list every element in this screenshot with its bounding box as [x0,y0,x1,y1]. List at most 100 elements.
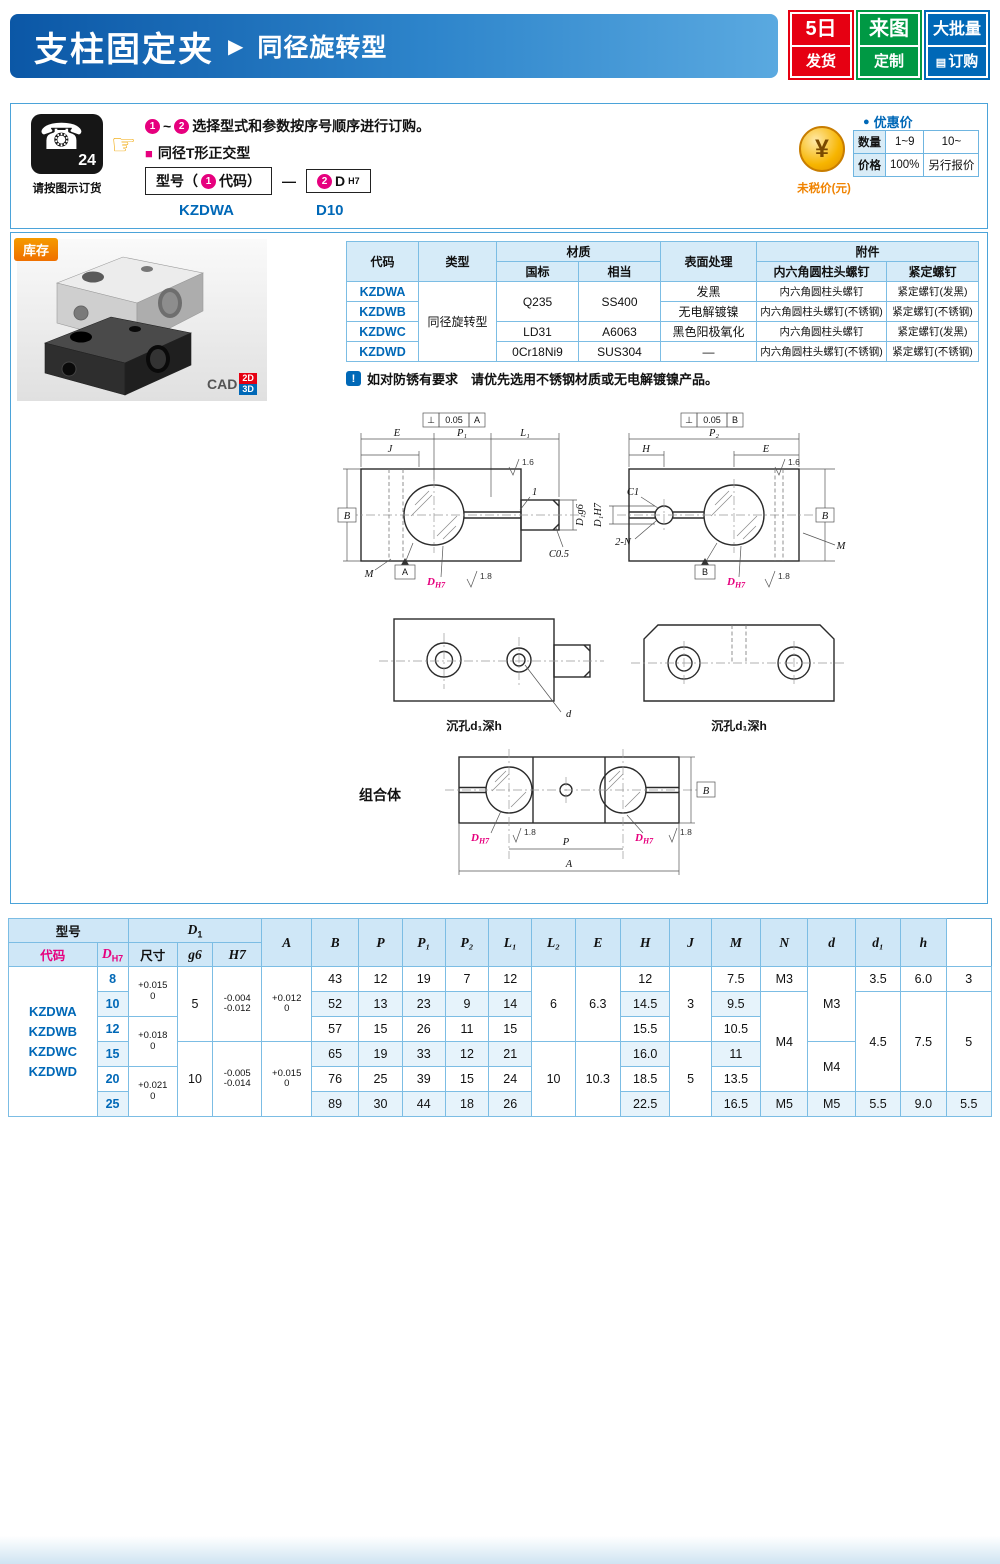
materials-table: 代码 类型 材质 表面处理 附件 国标 相当 内六角圆柱头螺钉 紧定螺钉 KZD… [346,241,979,362]
tol-top: +0.015 [272,1067,302,1079]
qty-range2-cell: 10~ [923,130,980,154]
dim-cell-M: M3 [760,966,809,992]
mat-gb-cell: Q235 [496,281,579,322]
dim-header-D1: D1 [127,918,263,943]
mat-screw-cell: 内六角圆柱头螺钉(不锈钢) [756,301,887,322]
dim-cell-P2: 21 [488,1041,533,1067]
d-main: D [101,945,112,961]
centerlines [617,479,829,553]
bore-H7: H7 [642,837,654,846]
d1-sub: 1 [197,929,203,940]
tol-top: +0.021 [138,1080,168,1091]
dim-cell-P1: 9 [444,991,490,1017]
blue-dot-icon: ● [863,115,870,128]
ordering-section: ☎ 24 请按图示订货 ☞ 1 ~ 2 选择型式和参数按序号顺序进行订购。 ■ … [10,103,988,229]
dim-cell-J: 10.5 [710,1016,762,1042]
product-photo [17,239,267,401]
type-line: ■ 同径T形正交型 [145,143,250,163]
dim-header-DH7: DH7 [96,942,129,967]
dim-cell-A: 76 [310,1066,360,1092]
dim-codes-cell: KZDWA KZDWB KZDWC KZDWD [8,966,98,1117]
badge-5day-shipping: 5日 发货 [790,12,852,78]
order-list-icon: ▤ [935,57,947,69]
dim-cell-E: 18.5 [619,1066,671,1092]
counterbore-caption: 沉孔d₁深h [711,718,767,733]
black-clamp-block [44,316,192,396]
dim-cell-D: 8 [96,966,129,992]
dim-cell-d1: 6.0 [900,966,947,992]
dim-label-B: B [703,786,710,797]
cad-2d-label: 2D [239,373,257,384]
tol-bottom: 0 [284,1078,290,1089]
price-label-cell: 价格 [853,153,886,177]
mat-surface-cell: 发黑 [660,281,757,302]
d1-main: D [187,921,198,937]
table-row: 代码 类型 材质 表面处理 附件 [346,241,979,282]
code-kzdwb: KZDWB [28,1023,77,1039]
dim-cell-E: 12 [619,966,671,992]
notice-icon: ! [346,371,361,386]
dim-header-A: A [261,918,312,967]
dim-cell-J: 7.5 [710,966,762,992]
dim-cell-D1size: 10 [176,1041,214,1117]
badge-ship-bottom: 发货 [805,53,836,70]
dim-cell-E: 14.5 [619,991,671,1017]
example-model-code: KZDWA [179,202,234,219]
dim-label-A: A [565,859,573,870]
dim-cell-A: 52 [310,991,360,1017]
dim-header-L1: L₁ [488,918,533,967]
dim-cell-N: M3 [807,966,856,1042]
dim-cell-D: 10 [96,991,129,1017]
body-outline [393,618,591,702]
dim-cell-P: 23 [401,991,446,1017]
dim-label-P: P [562,837,570,848]
tol-bottom: -0.014 [223,1078,251,1089]
gdt-frame: ⊥ 0.05 B [680,412,744,428]
dim-header-L2: L₂ [531,918,576,967]
dim-cell-P: 44 [401,1091,446,1117]
mat-header-equiv: 相当 [578,261,661,282]
table-row: KZDWD 0Cr18Ni9 SUS304 — 内六角圆柱头螺钉(不锈钢) 紧定… [346,341,979,362]
badge-custom-bottom: 定制 [873,53,904,70]
dim-cell-E: 22.5 [619,1091,671,1117]
price-val2-cell: 另行报价 [923,153,980,177]
phone-24h-label: 24 [78,152,96,169]
badge-bulk-bottom: ▤订购 [928,47,986,78]
dim-cell-B: 25 [358,1066,403,1092]
dim-cell-h: 3 [945,966,993,992]
bore-label-DH7: DH7 [726,576,746,590]
mat-code-cell: KZDWB [346,301,419,322]
step1-circle-small: 1 [201,173,216,189]
bore-D: D [634,832,643,844]
tol-bottom: -0.012 [223,1003,251,1014]
dim-cell-A: 65 [310,1041,360,1067]
cad-badge: CAD 2D 3D [207,373,257,395]
roughness-1-8: 1.8 [778,571,790,581]
dim-label-slit: 1 [532,487,537,498]
mat-setscrew-cell: 紧定螺钉(发黑) [886,281,979,302]
mat-header-code: 代码 [346,241,419,282]
centerlines [631,641,847,685]
dim-header-h: h [900,918,947,967]
mat-gb-cell: 0Cr18Ni9 [496,341,579,362]
dim-header-model: 型号 [8,918,129,943]
dim-cell-P1: 18 [444,1091,490,1117]
dim-cell-B: 13 [358,991,403,1017]
page-title: 支柱固定夹 [34,30,214,69]
dim-cell-J: 13.5 [710,1066,762,1092]
mat-header-gb: 国标 [496,261,579,282]
mat-surface-cell: 黑色阳极氧化 [660,321,757,342]
mat-setscrew-cell: 紧定螺钉(发黑) [886,321,979,342]
dim-cell-P1: 7 [444,966,490,992]
badge-bulk-order: 大批量 ▤订购 [926,12,988,78]
dim-cell-J: 11 [710,1041,762,1067]
section-hatch [710,490,758,540]
datum-flag-A: A [402,567,408,577]
dim-cell-D: 12 [96,1016,129,1042]
anti-rust-note: ! 如对防锈有要求 请优先选用不锈钢材质或无电解镀镍产品。 [346,369,718,388]
tol-bottom: 0 [284,1003,290,1014]
dim-cell-g6: -0.004-0.012 [212,966,263,1042]
dim-cell-D: 25 [96,1091,129,1117]
bore-D: D [726,576,735,588]
